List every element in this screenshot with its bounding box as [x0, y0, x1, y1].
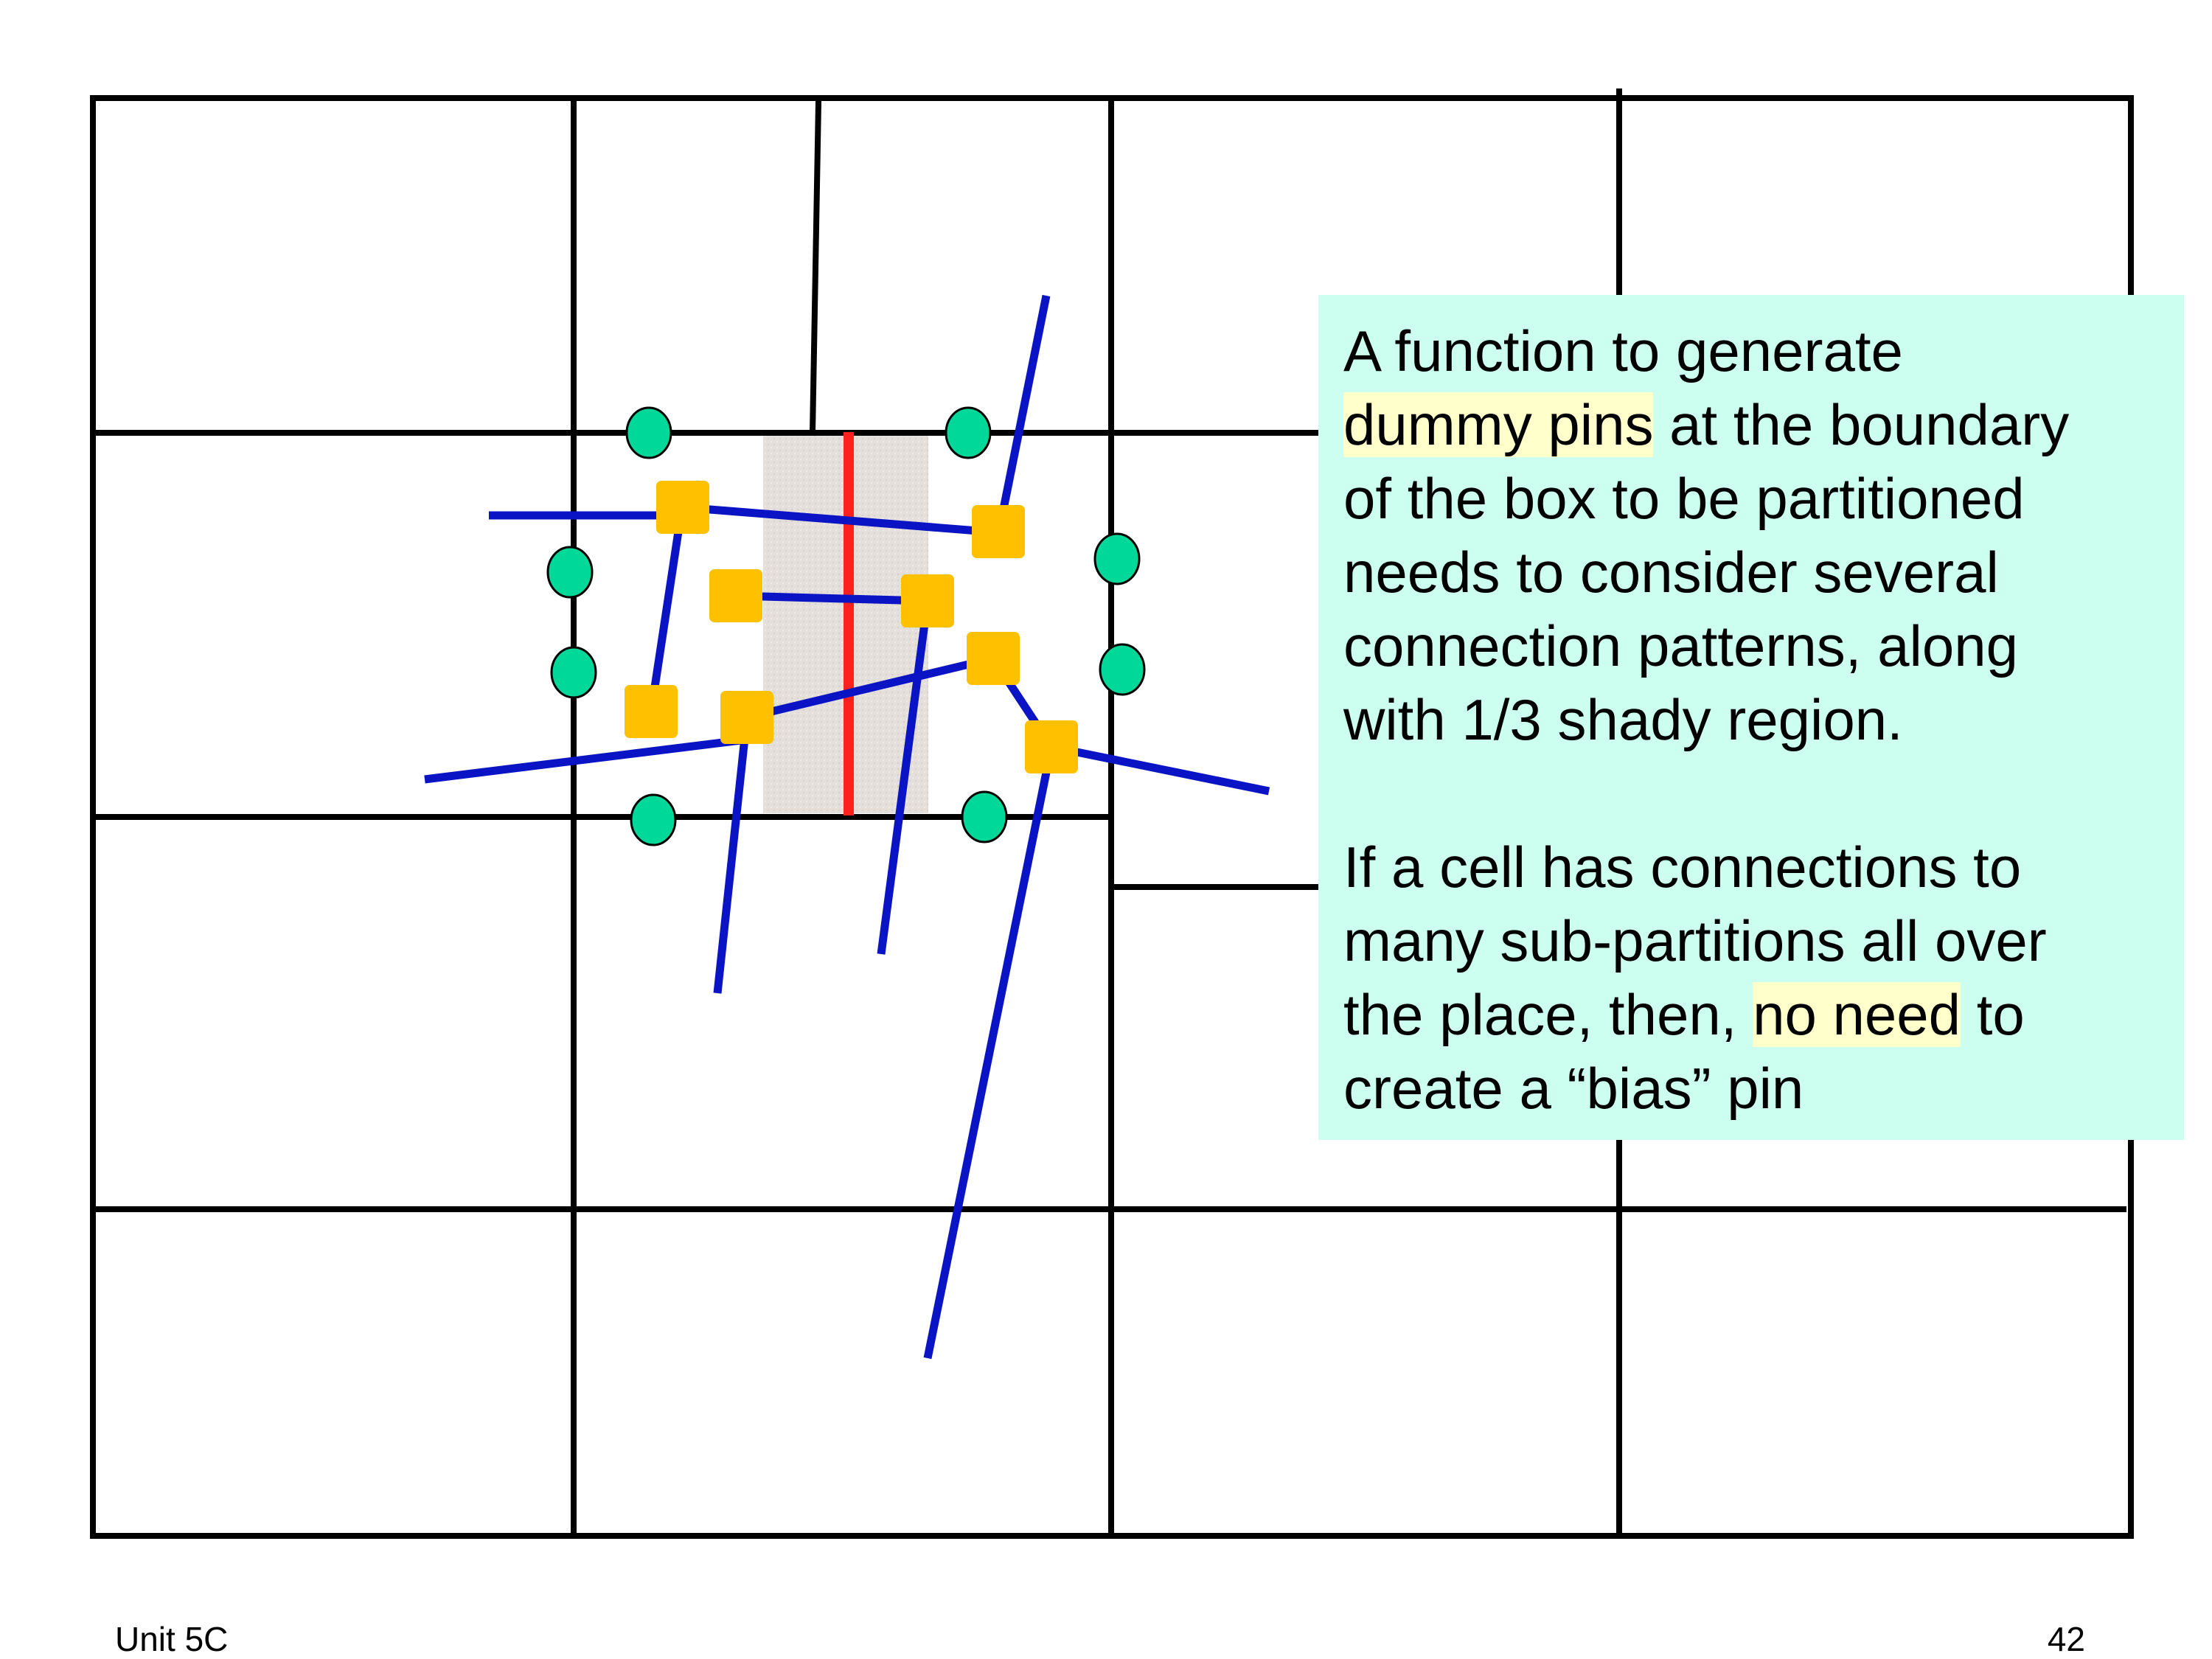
cells: [625, 481, 1078, 773]
cell: [625, 685, 678, 738]
cell: [1025, 720, 1078, 773]
dummy-pin: [1093, 532, 1141, 585]
callout-text: If a cell has connections to: [1343, 835, 2022, 900]
dummy-pin: [1099, 643, 1146, 696]
cell: [972, 505, 1025, 558]
dummy-pins: [546, 406, 1146, 846]
explanation-callout: A function to generate dummy pins at the…: [1318, 295, 2184, 1140]
cell: [656, 481, 709, 534]
net-line: [424, 735, 748, 784]
dummy-pin: [945, 406, 992, 459]
net-line: [877, 600, 932, 955]
callout-text: needs to consider several: [1343, 540, 1999, 605]
callout-text: at the boundary: [1653, 392, 2070, 457]
callout-text: of the box to be partitioned: [1343, 466, 2025, 531]
callout-paragraph-1: A function to generate dummy pins at the…: [1343, 314, 2169, 757]
callout-text: create a “bias” pin: [1343, 1056, 1804, 1121]
cell: [967, 632, 1020, 685]
net-line: [713, 717, 751, 994]
callout-text: to: [1961, 982, 2025, 1047]
callout-text: A function to generate: [1343, 319, 1903, 383]
vline-cut-top: [809, 100, 822, 437]
callout-text: with 1/3 shady region.: [1343, 687, 1903, 752]
dummy-pin: [546, 546, 594, 599]
callout-text: the place, then,: [1343, 982, 1753, 1047]
dummy-pin: [625, 406, 672, 459]
net-line: [995, 294, 1051, 532]
net-line: [647, 507, 686, 712]
net-line: [923, 745, 1056, 1360]
highlight-no-need: no need: [1753, 982, 1961, 1047]
cell: [720, 691, 773, 744]
net-line: [1050, 742, 1270, 796]
nets: [424, 294, 1270, 1360]
callout-paragraph-2: If a cell has connections to many sub-pa…: [1343, 830, 2169, 1125]
net-line: [734, 591, 928, 605]
footer-unit-label: Unit 5C: [115, 1620, 229, 1658]
dummy-pin: [961, 790, 1008, 844]
dummy-pin: [630, 793, 677, 846]
cell: [901, 574, 954, 627]
callout-text: many sub-partitions all over: [1343, 908, 2047, 973]
callout-text: connection patterns, along: [1343, 613, 2018, 678]
net-line: [681, 503, 998, 537]
footer-page-number: 42: [2047, 1620, 2085, 1658]
highlight-dummy-pins: dummy pins: [1343, 392, 1654, 457]
net-line: [745, 654, 995, 722]
dummy-pin: [550, 646, 597, 699]
cell: [709, 569, 762, 622]
partition-grid: [90, 88, 2134, 1539]
